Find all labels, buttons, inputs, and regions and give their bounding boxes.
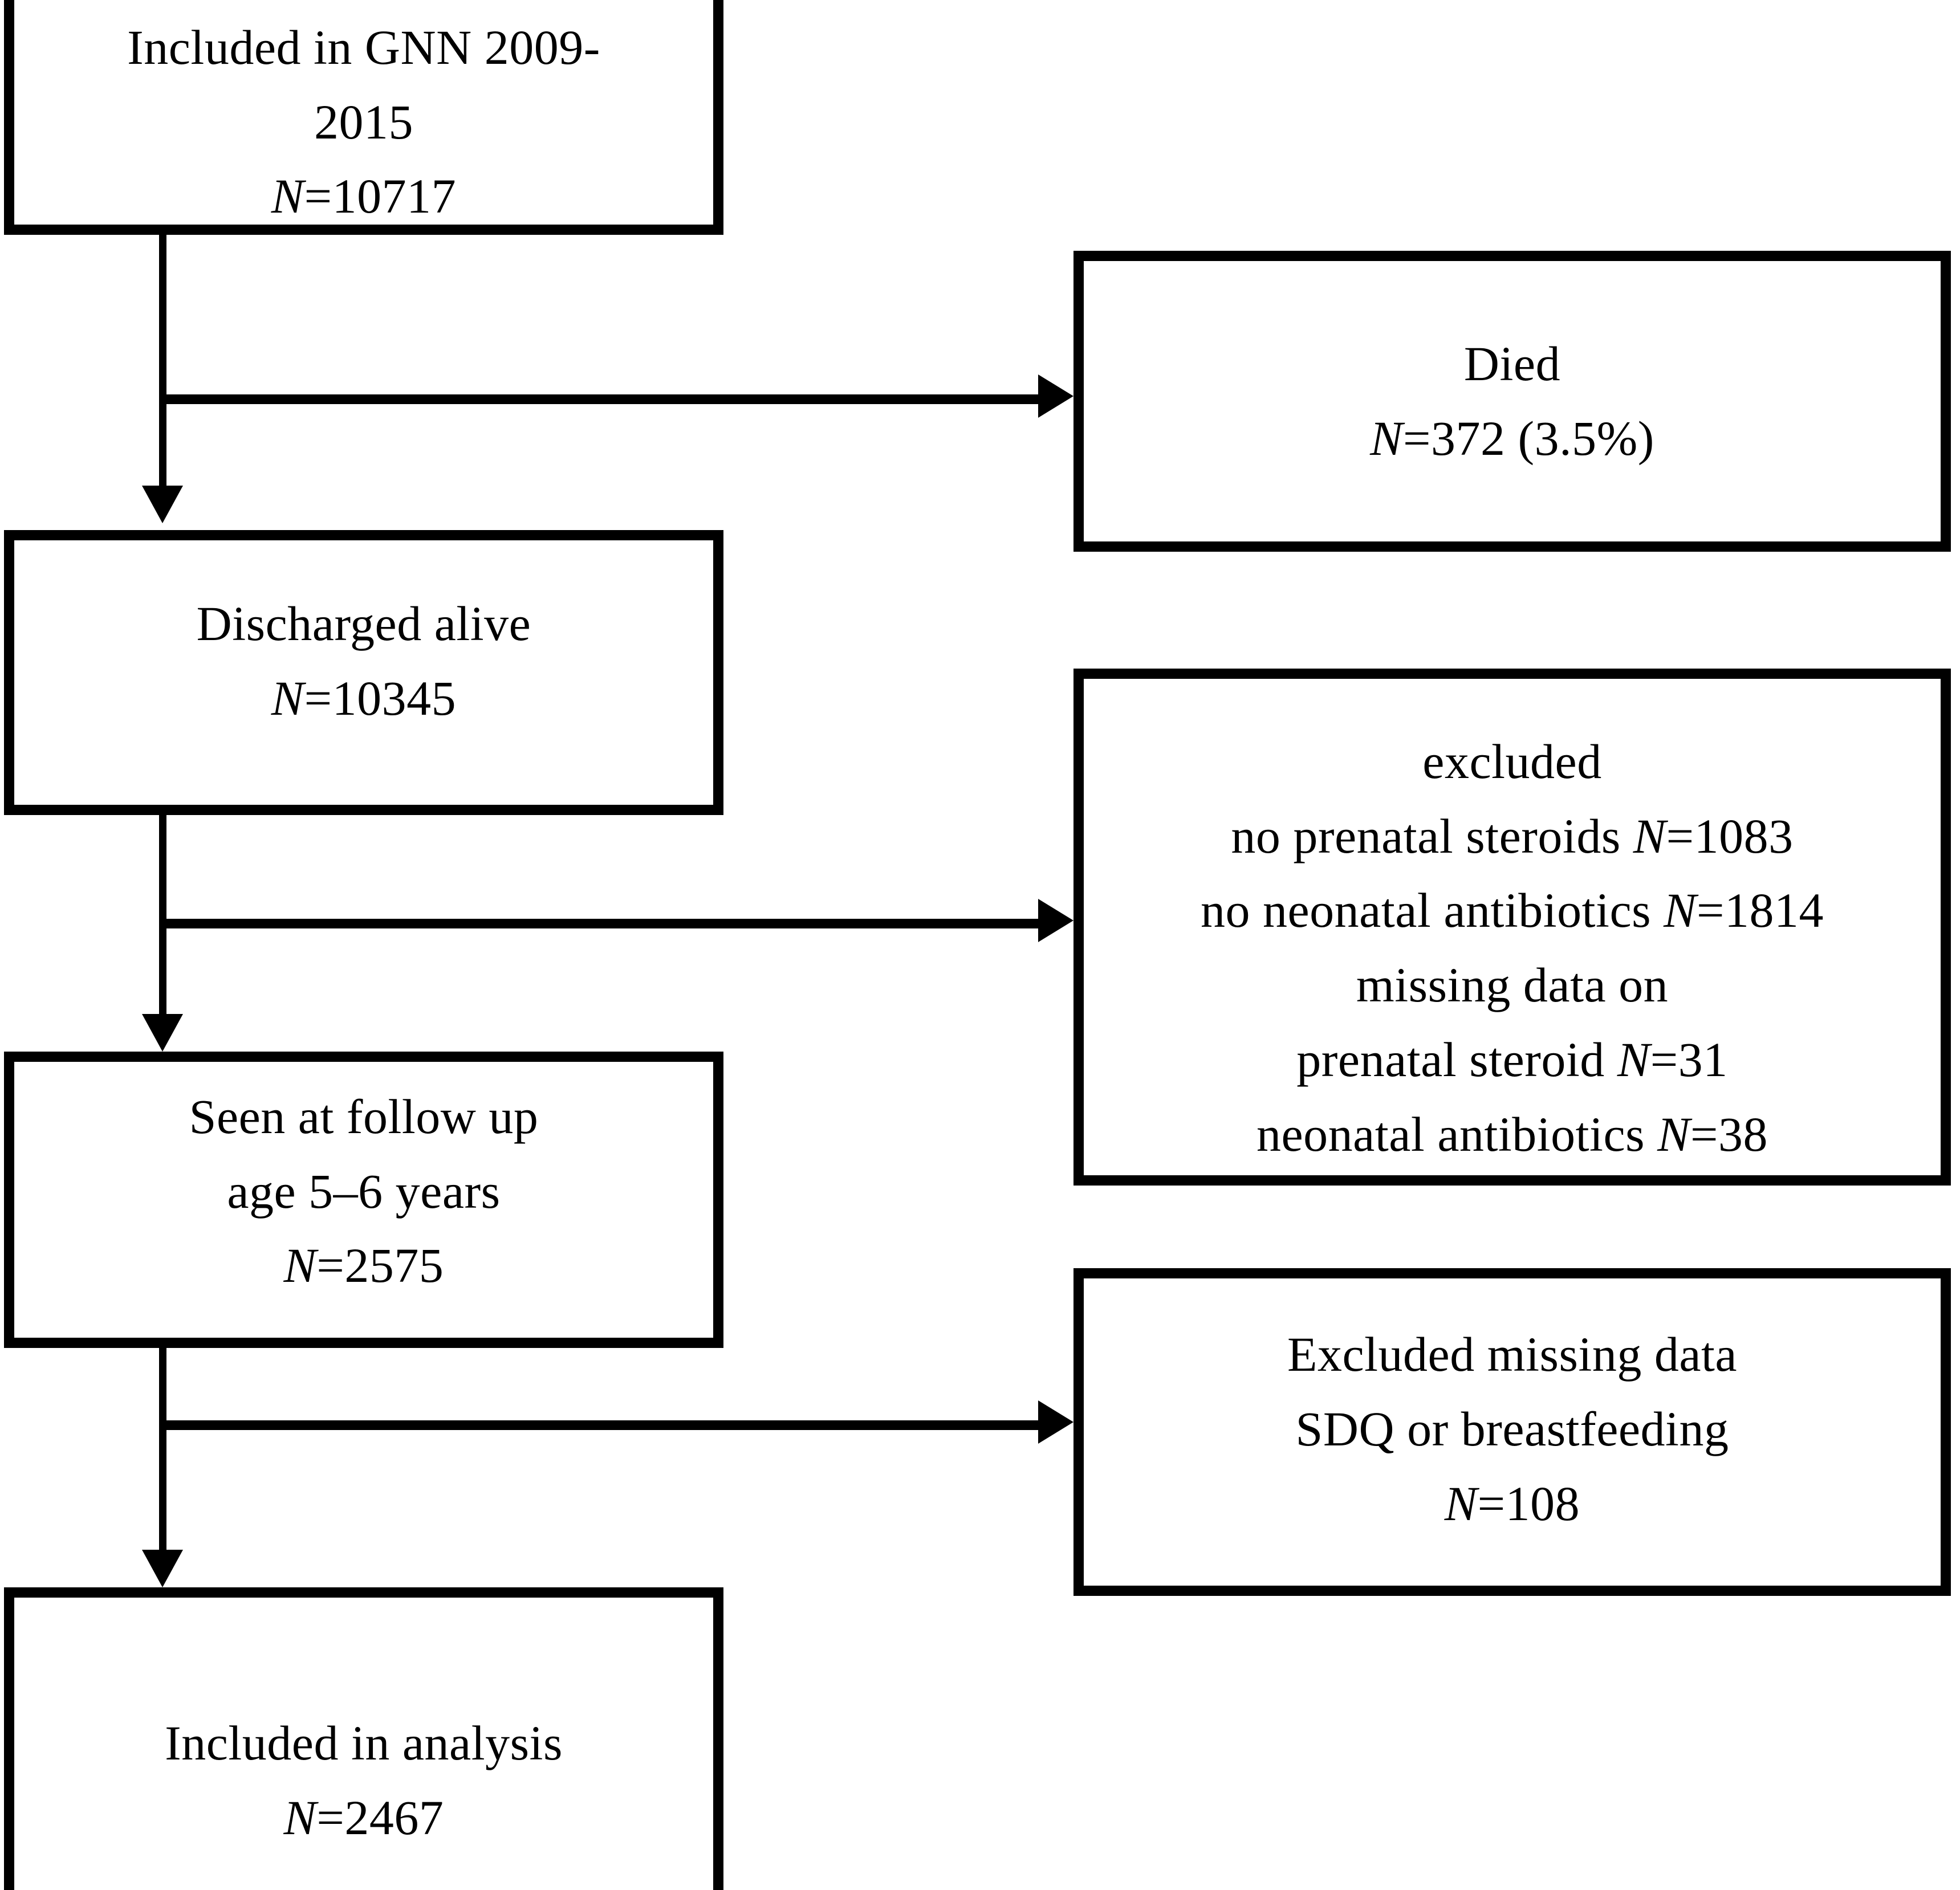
discharged-line-2: N=10345 [271, 661, 456, 736]
missing-line-3: N=108 [1445, 1467, 1580, 1541]
missing-n-value: =108 [1477, 1476, 1580, 1531]
excluded-line-5: prenatal steroid N=31 [1296, 1023, 1727, 1097]
box-included-in-analysis: Included in analysis N=2467 [4, 1587, 723, 1890]
arrow-down-icon-discharged-to-seen [142, 1014, 183, 1052]
discharged-n-value: =10345 [304, 671, 457, 726]
excluded-no-neonatal-antibiotics-label: no neonatal antibiotics [1201, 883, 1664, 938]
excluded-l3-n-value: =1814 [1696, 883, 1824, 938]
included-gnn-line-1: Included in GNN 2009- [127, 20, 600, 75]
excluded-line-4: missing data on [1356, 958, 1669, 1013]
included-gnn-n-value: =10717 [304, 169, 457, 224]
arrow-right-icon-gnn-to-died [1038, 374, 1073, 418]
connector-discharged-to-excluded-line [162, 919, 1040, 928]
excluded-missing-prenatal-steroid-label: prenatal steroid [1296, 1032, 1617, 1087]
connector-seen-to-analysis-line [159, 1348, 166, 1550]
arrow-down-icon-gnn-to-discharged [142, 486, 183, 523]
excluded-line-3: no neonatal antibiotics N=1814 [1201, 873, 1824, 948]
analysis-line-1: Included in analysis [165, 1716, 563, 1770]
excluded-l6-n-symbol: N [1657, 1106, 1690, 1162]
excluded-l3-n-symbol: N [1664, 883, 1697, 938]
box-included-in-gnn: Included in GNN 2009- 2015 N=10717 [4, 0, 723, 235]
connector-seen-to-missing-line [162, 1420, 1040, 1430]
excluded-l5-n-symbol: N [1617, 1032, 1650, 1087]
arrow-down-icon-seen-to-analysis [142, 1550, 183, 1587]
box-discharged-alive: Discharged alive N=10345 [4, 530, 723, 815]
included-gnn-line-2: 2015 [314, 94, 413, 149]
seen-line-1: Seen at follow up [189, 1089, 539, 1144]
excluded-line-1: excluded [1422, 734, 1602, 789]
box-seen-at-follow-up: Seen at follow up age 5–6 years N=2575 [4, 1052, 723, 1348]
analysis-n-symbol: N [283, 1790, 317, 1845]
discharged-line-1: Discharged alive [196, 596, 531, 651]
box-excluded-criteria: excluded no prenatal steroids N=1083 no … [1073, 669, 1951, 1186]
missing-line-1: Excluded missing data [1287, 1327, 1738, 1382]
discharged-n-symbol: N [271, 671, 304, 726]
seen-n-value: =2575 [316, 1238, 444, 1293]
excluded-l6-n-value: =38 [1690, 1106, 1768, 1162]
seen-line-2: age 5–6 years [227, 1163, 501, 1219]
included-gnn-line-3: N=10717 [271, 159, 456, 234]
box-excluded-missing-data: Excluded missing data SDQ or breastfeedi… [1073, 1268, 1951, 1596]
missing-line-2: SDQ or breastfeeding [1295, 1402, 1729, 1457]
died-line-2: N=372 (3.5%) [1370, 401, 1654, 476]
excluded-l2-n-value: =1083 [1666, 808, 1794, 863]
included-gnn-n-symbol: N [271, 169, 304, 224]
analysis-line-2: N=2467 [284, 1781, 444, 1855]
connector-discharged-to-seen-line [159, 815, 166, 1015]
died-n-value: =372 (3.5%) [1402, 411, 1654, 466]
excluded-line-6: neonatal antibiotics N=38 [1256, 1097, 1768, 1172]
arrow-right-icon-seen-to-missing [1038, 1400, 1073, 1444]
seen-line-3: N=2575 [284, 1228, 444, 1303]
died-n-symbol: N [1370, 411, 1403, 466]
missing-n-symbol: N [1444, 1476, 1478, 1531]
arrow-right-icon-discharged-to-excluded [1038, 899, 1073, 942]
died-line-1: Died [1463, 336, 1561, 392]
analysis-n-value: =2467 [316, 1790, 444, 1845]
excluded-l5-n-value: =31 [1650, 1032, 1728, 1087]
excluded-line-2: no prenatal steroids N=1083 [1231, 799, 1793, 874]
connector-gnn-to-died-line [162, 394, 1040, 404]
excluded-l2-n-symbol: N [1633, 808, 1666, 863]
excluded-no-prenatal-steroids-label: no prenatal steroids [1231, 808, 1633, 863]
connector-gnn-to-discharged-line [159, 235, 166, 494]
box-died: Died N=372 (3.5%) [1073, 251, 1951, 552]
excluded-missing-neonatal-antibiotics-label: neonatal antibiotics [1256, 1106, 1658, 1162]
seen-n-symbol: N [283, 1238, 317, 1293]
